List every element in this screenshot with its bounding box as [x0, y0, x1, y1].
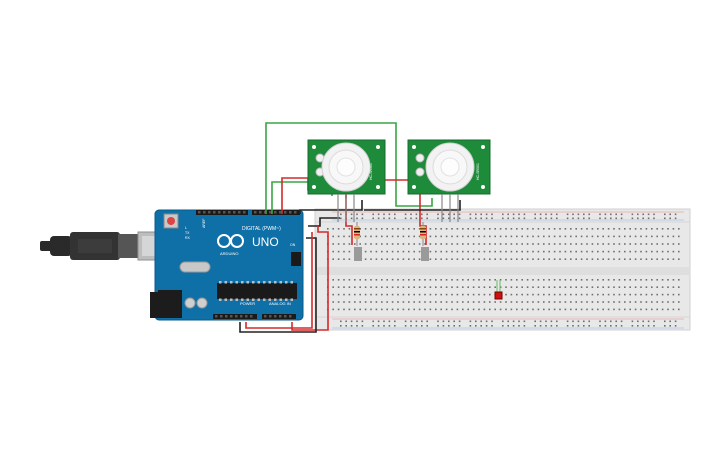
- resistor-1[interactable]: [354, 222, 360, 246]
- wire-green-signal-2[interactable]: [265, 122, 433, 214]
- pir-side-label: HC-SR501: [369, 163, 373, 180]
- resistor-2[interactable]: [420, 222, 426, 246]
- sensor-module-2-connector: [421, 247, 429, 261]
- pir-side-label: HC-SR501: [476, 163, 480, 180]
- pot-knob[interactable]: [415, 167, 425, 177]
- wire-black-breadboard-gnd[interactable]: [308, 217, 340, 227]
- arduino-logo: UNO ARDUINO: [217, 234, 279, 256]
- power-header-label: POWER: [240, 301, 255, 306]
- rx-label: RX: [185, 236, 191, 240]
- atmega-chip: [217, 283, 297, 299]
- capacitor: [196, 297, 208, 309]
- pot-knob[interactable]: [415, 153, 425, 163]
- breadboard: [314, 208, 691, 331]
- pir-sensor-2[interactable]: HC-SR501: [407, 139, 491, 222]
- icsp-header: [291, 252, 301, 266]
- pir-sensor-1[interactable]: HC-SR501: [307, 139, 386, 222]
- power-jack: [150, 292, 182, 318]
- wire-black-gnd-1[interactable]: [299, 200, 363, 214]
- l-label: L: [185, 226, 187, 230]
- aref-label: AREF: [202, 219, 206, 228]
- on-label: ON: [290, 243, 296, 247]
- chip-pins: [219, 281, 293, 301]
- power-pin-header[interactable]: [213, 314, 257, 319]
- wire-red-breadboard-5v[interactable]: [245, 232, 313, 329]
- digital-header-label: DIGITAL (PWM~): [242, 226, 281, 232]
- crystal-oscillator: [179, 261, 211, 273]
- logo-text: UNO: [252, 235, 279, 249]
- analog-header-label: ANALOG IN: [269, 301, 291, 306]
- arduino-board: UNO ARDUINO DIGITAL (PWM~) AREF TX RX L …: [150, 209, 304, 321]
- analog-pin-header[interactable]: [262, 314, 296, 319]
- digital-pin-header[interactable]: [196, 210, 300, 215]
- wire-black-gnd-2[interactable]: [364, 200, 461, 211]
- sensor-module-1-connector: [354, 247, 362, 261]
- capacitor: [184, 297, 196, 309]
- brand-text: ARDUINO: [220, 251, 238, 256]
- led[interactable]: [494, 280, 503, 300]
- tx-label: TX: [185, 231, 190, 235]
